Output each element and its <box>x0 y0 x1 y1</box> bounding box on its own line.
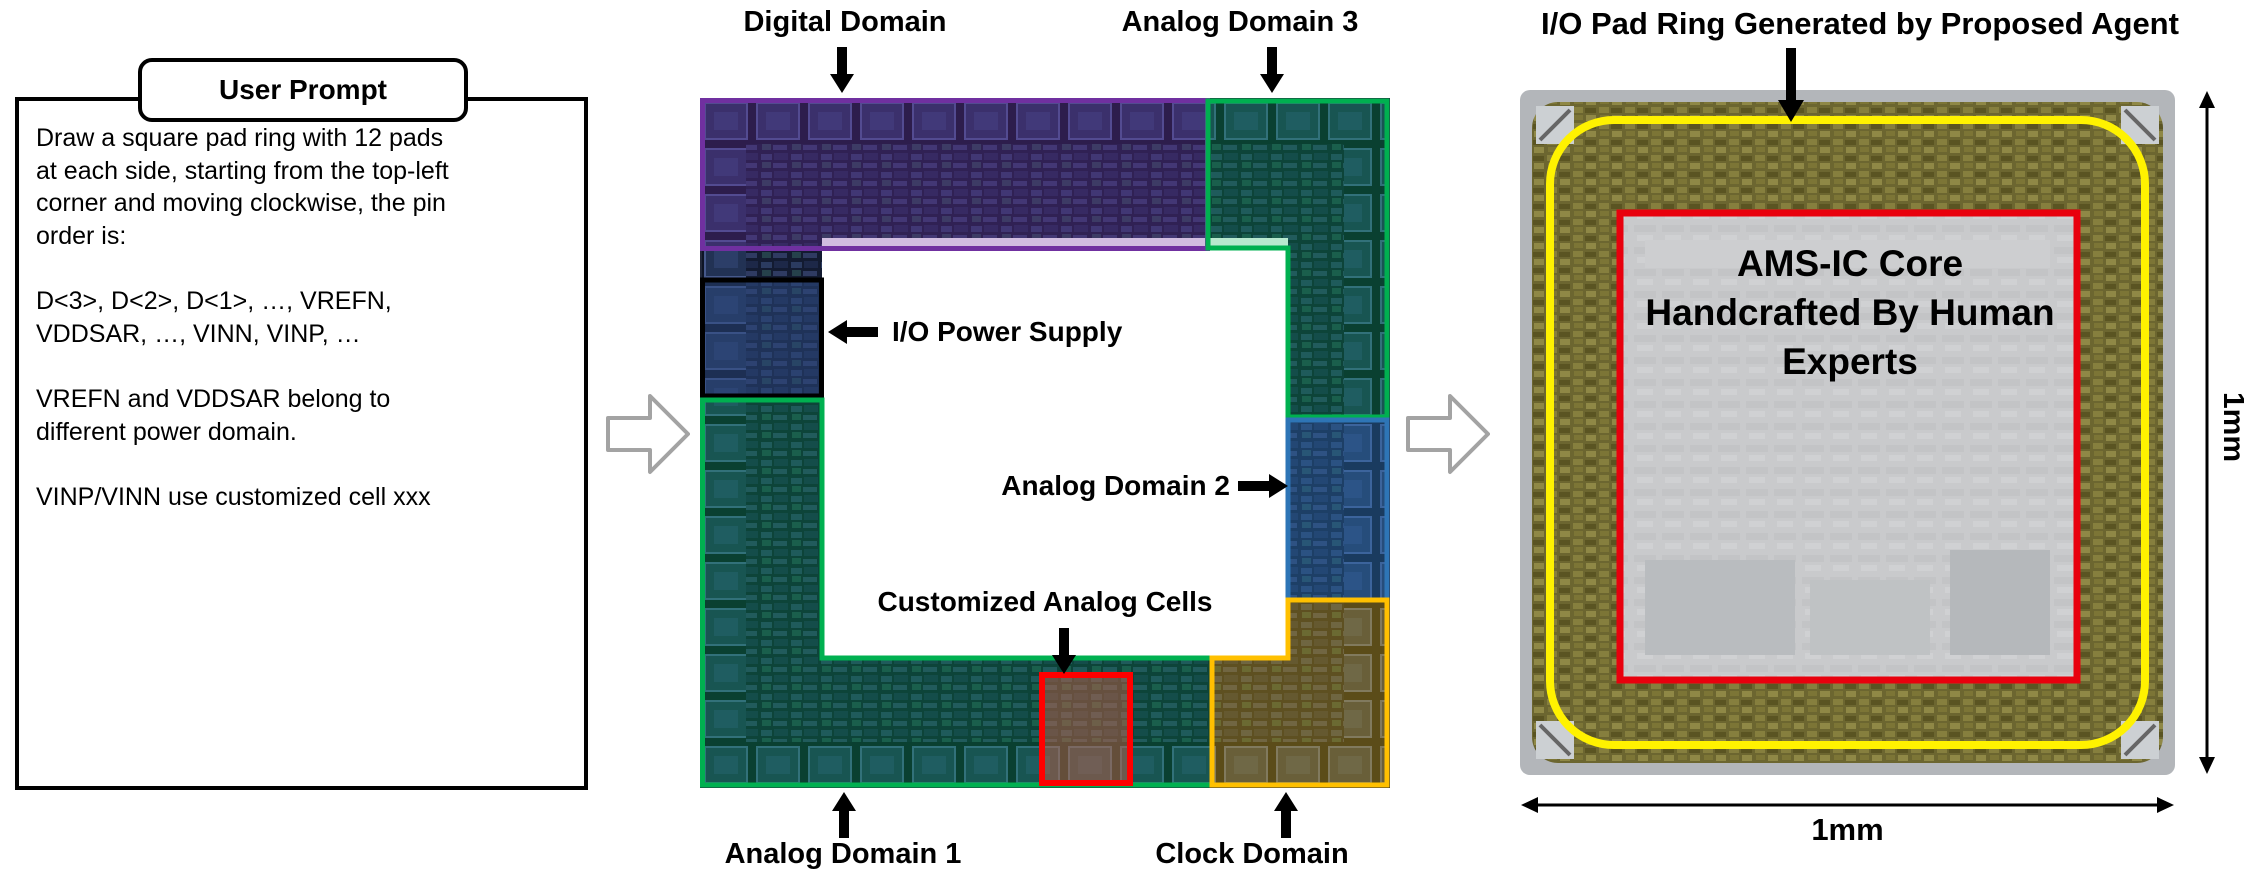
pad-row-top <box>700 98 1390 144</box>
die-height-dimension: 1mm <box>2217 392 2244 463</box>
die-width-dimension: 1mm <box>1811 812 1884 847</box>
flow-arrow-icon <box>606 390 690 478</box>
label-analog-domain-3: Analog Domain 3 <box>1121 6 1359 38</box>
prompt-paragraph-2: D<3>, D<2>, D<1>, …, VREFN, VDDSAR, …, V… <box>36 287 392 348</box>
arrow-down-icon <box>1778 48 1804 122</box>
clock-domain-region <box>1209 597 1390 788</box>
die-photo-title: I/O Pad Ring Generated by Proposed Agent <box>1541 6 2179 41</box>
arrow-down-icon <box>1260 47 1284 93</box>
prompt-paragraph-4: VINP/VINN use customized cell xxx <box>36 483 431 511</box>
die-photo-graphic <box>1520 90 2175 775</box>
label-customized-analog-cells: Customized Analog Cells <box>877 586 1213 617</box>
core-macro-blocks <box>1645 240 2050 655</box>
prompt-paragraph-1: Draw a square pad ring with 12 pads at e… <box>36 124 449 250</box>
user-prompt-body: Draw a square pad ring with 12 pads at e… <box>36 122 466 547</box>
customized-analog-cells-region <box>1039 672 1133 786</box>
analog-domain-2-region <box>1285 417 1390 603</box>
io-power-supply-region <box>700 277 824 399</box>
analog-domain-3-region <box>1205 98 1390 420</box>
pad-row-right <box>1344 98 1390 788</box>
pad-ring-layout-chip: I/O Power Supply Analog Domain 2 Customi… <box>700 98 1390 788</box>
ams-core-label: AMS-IC Core Handcrafted By Human Experts <box>1645 243 2055 382</box>
arrow-down-icon <box>1052 628 1076 674</box>
pad-ring-highlight <box>1546 116 2149 749</box>
prompt-paragraph-3: VREFN and VDDSAR belong to different pow… <box>36 385 391 446</box>
arrow-left-icon <box>828 320 878 344</box>
die-photo-chip <box>1520 90 2175 775</box>
label-io-power-supply: I/O Power Supply <box>892 316 1123 347</box>
user-prompt-title: User Prompt <box>138 58 468 122</box>
flow-arrow-icon <box>1406 390 1490 478</box>
pad-ring-layout-graphic <box>700 98 1390 788</box>
vertical-dimension-arrow <box>2194 90 2220 780</box>
inner-core-blank-area <box>822 238 1288 658</box>
user-prompt-panel <box>15 97 588 790</box>
arrow-right-icon <box>1238 474 1288 498</box>
horizontal-dimension-arrow <box>1520 792 2175 823</box>
arrow-down-icon <box>830 47 854 93</box>
arrow-up-icon <box>832 792 856 838</box>
arrow-up-icon <box>1274 792 1298 838</box>
label-analog-domain-1: Analog Domain 1 <box>724 838 962 870</box>
label-digital-domain: Digital Domain <box>743 6 947 38</box>
label-clock-domain: Clock Domain <box>1155 838 1349 870</box>
pad-row-left <box>700 98 746 788</box>
label-analog-domain-2: Analog Domain 2 <box>1001 470 1230 501</box>
die-corner-marks <box>1536 106 2159 759</box>
digital-domain-region <box>700 98 1210 251</box>
